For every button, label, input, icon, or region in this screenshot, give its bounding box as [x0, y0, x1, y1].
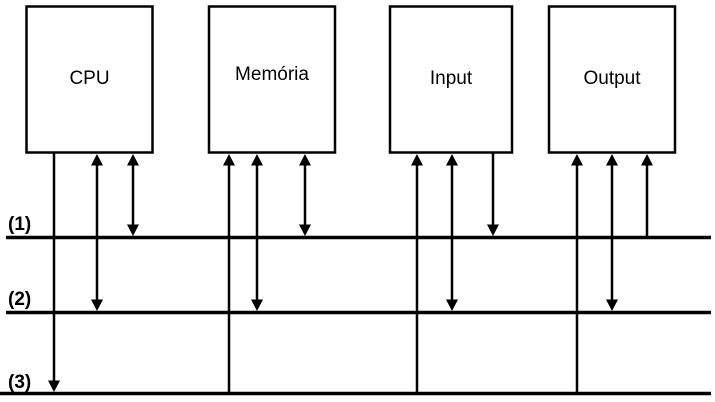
cpu-box	[25, 5, 154, 154]
arrow-down-icon	[48, 380, 60, 392]
arrow-down-icon	[91, 299, 103, 311]
arrow-down-icon	[299, 224, 311, 236]
output-box	[547, 5, 677, 154]
connector-input-bus2	[446, 154, 458, 311]
arrow-down-icon	[606, 299, 618, 311]
connector-memoria-bus3	[223, 154, 235, 394]
arrow-down-icon	[446, 299, 458, 311]
output-label: Output	[583, 68, 641, 89]
bus-1: (1)	[6, 214, 711, 240]
node-cpu: CPU	[25, 5, 154, 154]
arrow-up-icon	[251, 154, 263, 166]
connector-output-bus1	[641, 154, 653, 238]
connector-input-bus1	[487, 153, 499, 236]
connector-memoria-bus2	[251, 154, 263, 311]
bus-2: (2)	[6, 289, 711, 315]
connector-output-bus3	[571, 154, 583, 394]
input-label: Input	[430, 68, 473, 89]
arrow-up-icon	[411, 154, 423, 166]
memoria-box	[207, 5, 337, 154]
memoria-label: Memória	[235, 64, 309, 85]
cpu-label: CPU	[69, 68, 109, 89]
bus-2-label: (2)	[8, 289, 31, 310]
arrow-up-icon	[299, 154, 311, 166]
arrow-up-icon	[446, 154, 458, 166]
arrow-up-icon	[606, 154, 618, 166]
node-input: Input	[388, 5, 514, 154]
arrow-up-icon	[641, 154, 653, 166]
input-box	[388, 5, 514, 154]
arrow-up-icon	[571, 154, 583, 166]
connector-input-bus3	[411, 154, 423, 394]
arrow-down-icon	[487, 224, 499, 236]
connector-output-bus2	[606, 154, 618, 311]
arrow-up-icon	[127, 154, 139, 166]
arrow-up-icon	[91, 154, 103, 166]
arrow-down-icon	[127, 224, 139, 236]
bus-3-label: (3)	[8, 372, 31, 393]
connector-memoria-bus1	[299, 154, 311, 236]
connector-cpu-bus2	[91, 154, 103, 311]
connector-cpu-bus1	[127, 154, 139, 236]
bus-3: (3)	[0, 372, 711, 396]
arrow-down-icon	[251, 299, 263, 311]
node-memoria: Memória	[207, 5, 337, 154]
node-output: Output	[547, 5, 677, 154]
arrow-up-icon	[223, 154, 235, 166]
connector-cpu-bus3	[48, 153, 60, 392]
bus-1-label: (1)	[8, 214, 31, 235]
